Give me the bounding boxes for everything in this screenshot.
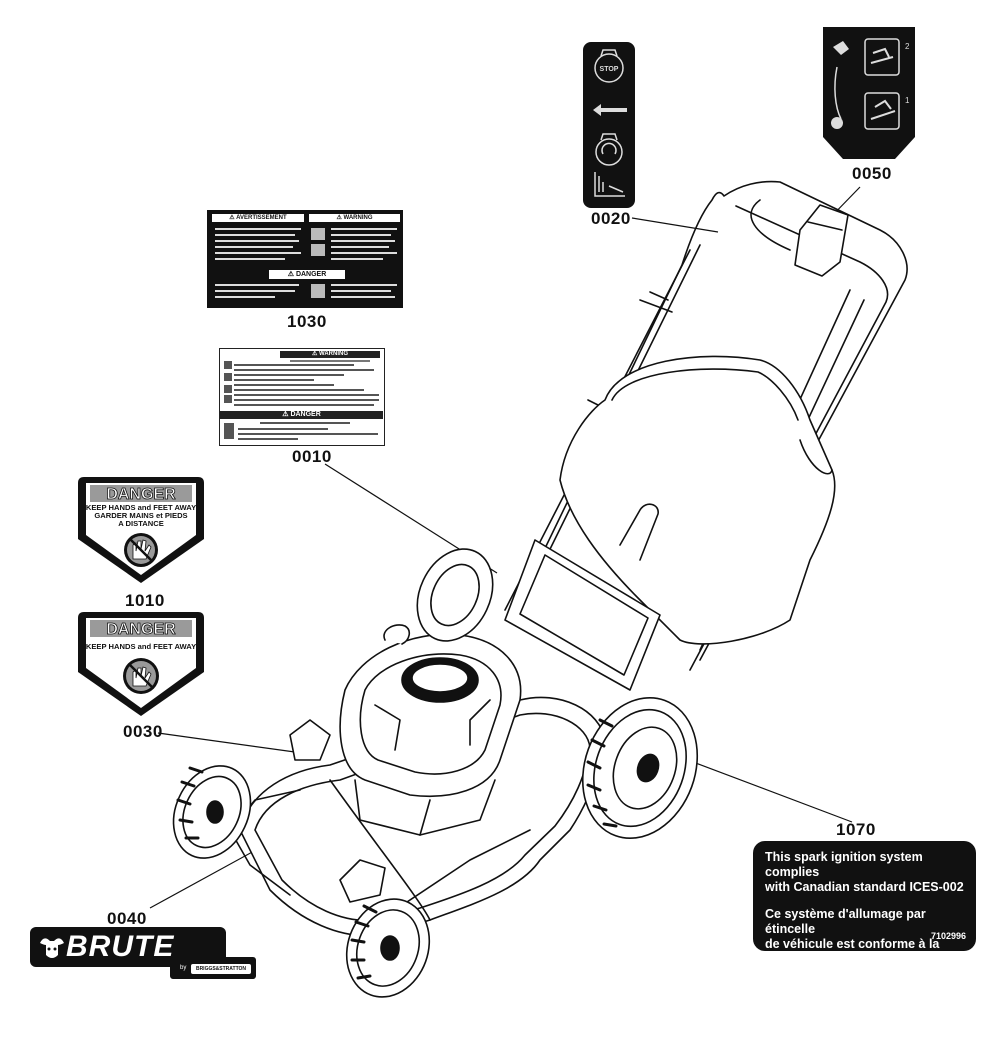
decal-1010-line2: GARDER MAINS et PIEDS bbox=[94, 511, 187, 520]
decal-0010: ⚠ WARNING ⚠ DANGER bbox=[219, 348, 385, 446]
canada-french-line3: NMB-002 du Canada bbox=[765, 967, 886, 981]
leader-0020 bbox=[631, 217, 719, 233]
mower-handle bbox=[519, 180, 908, 671]
stop-label: STOP bbox=[600, 66, 619, 73]
decal-0010-header: ⚠ WARNING bbox=[280, 351, 380, 358]
part-number-1010: 1010 bbox=[125, 591, 165, 610]
decal-1030-danger: ⚠ DANGER bbox=[269, 270, 345, 279]
canada-english-line1: This spark ignition system complies bbox=[765, 850, 923, 879]
svg-text:2: 2 bbox=[905, 42, 910, 51]
part-number-0010: 0010 bbox=[292, 447, 332, 466]
decal-1030: ⚠ AVERTISSEMENT ⚠ WARNING ⚠ DANGER bbox=[207, 210, 403, 308]
decal-0050: 2 1 bbox=[823, 27, 915, 159]
grass-bag bbox=[559, 355, 836, 645]
decal-1010-line3: A DISTANCE bbox=[118, 519, 164, 528]
bull-logo-icon bbox=[40, 938, 64, 958]
decal-0030: DANGER KEEP HANDS and FEET AWAY bbox=[78, 612, 204, 716]
brute-by: by bbox=[180, 965, 187, 971]
decal-0010-danger: ⚠ DANGER bbox=[220, 411, 383, 419]
canada-code: 7102996 bbox=[930, 931, 966, 941]
svg-text:1: 1 bbox=[905, 96, 910, 105]
part-number-0050: 0050 bbox=[852, 164, 892, 183]
canada-french-line1: Ce système d'allumage par étincelle bbox=[765, 907, 926, 936]
decal-1010-line1: KEEP HANDS and FEET AWAY bbox=[86, 503, 196, 512]
brute-brand: BRUTE bbox=[66, 930, 175, 963]
decal-1010-title: DANGER bbox=[106, 486, 176, 503]
decal-1030-header-right: ⚠ WARNING bbox=[309, 214, 400, 222]
part-number-1030: 1030 bbox=[287, 312, 327, 331]
decal-0030-title: DANGER bbox=[106, 621, 176, 638]
part-number-0030: 0030 bbox=[123, 722, 163, 741]
canada-english-line2: with Canadian standard ICES-002 bbox=[765, 880, 964, 894]
part-number-0020: 0020 bbox=[591, 209, 631, 228]
decal-0030-line1: KEEP HANDS and FEET AWAY bbox=[86, 642, 196, 651]
part-number-1070: 1070 bbox=[836, 820, 876, 839]
part-number-0040: 0040 bbox=[107, 909, 147, 928]
decal-1030-header-left: ⚠ AVERTISSEMENT bbox=[212, 214, 304, 222]
canada-french-line2: de véhicule est conforme à la norme bbox=[765, 937, 940, 966]
canada-notice-decal: This spark ignition system complies with… bbox=[753, 841, 976, 981]
briggs-logo-icon: BRIGGS&STRATTON bbox=[191, 964, 251, 974]
decal-1010: DANGER KEEP HANDS and FEET AWAY GARDER M… bbox=[78, 477, 204, 583]
decal-0020: STOP bbox=[583, 42, 635, 208]
brute-logo-decal: BRUTE by BRIGGS&STRATTON bbox=[30, 927, 256, 981]
leader-0030 bbox=[157, 732, 303, 754]
